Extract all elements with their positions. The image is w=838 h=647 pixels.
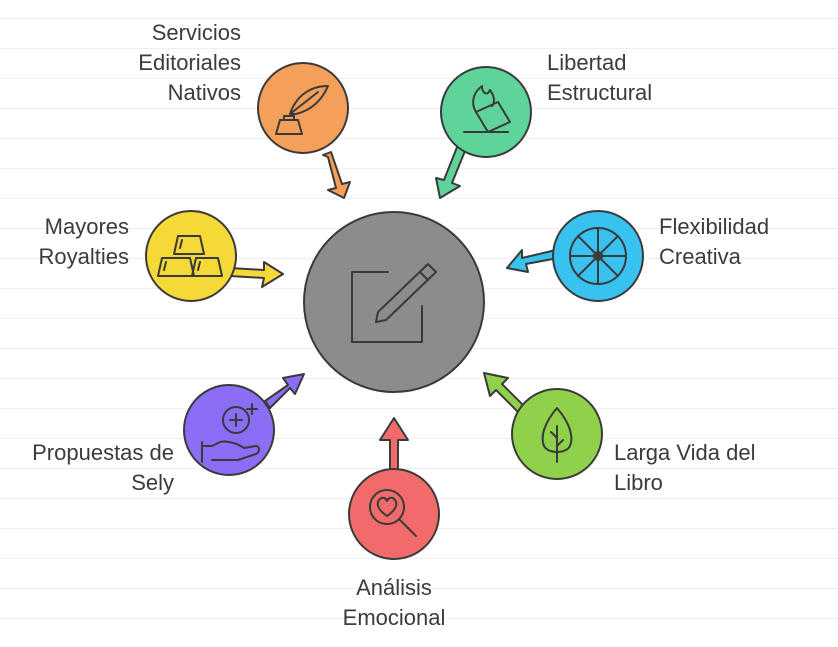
label-analisis: Análisis Emocional <box>342 575 446 630</box>
arrow-analisis <box>379 417 409 471</box>
gold-bars-icon <box>157 235 223 277</box>
label-flexibilidad: Flexibilidad Creativa <box>659 214 770 269</box>
label-libertad: Libertad Estructural <box>547 50 653 105</box>
node-libertad <box>440 66 532 158</box>
flame-box-icon <box>463 85 511 133</box>
node-servicios <box>257 62 349 154</box>
arrow-servicios <box>322 151 351 199</box>
quill-ink-icon <box>275 85 329 135</box>
arrow-royalties <box>229 261 284 288</box>
tree-icon <box>541 407 573 463</box>
edit-icon <box>351 263 437 343</box>
arrow-flexibilidad <box>506 249 559 273</box>
label-propuestas: Propuestas de Sely <box>32 440 174 495</box>
label-larga-vida: Larga Vida del Libro <box>614 440 756 495</box>
node-royalties <box>145 210 237 302</box>
heart-search-icon <box>369 489 417 537</box>
wheel-icon <box>569 227 627 285</box>
arrow-propuestas <box>264 373 305 409</box>
label-royalties: Mayores Royalties <box>38 214 129 269</box>
hand-coins-icon <box>201 403 260 463</box>
node-analisis <box>348 468 440 560</box>
center-node <box>303 211 485 393</box>
label-servicios: Servicios Editoriales Nativos <box>138 20 241 105</box>
